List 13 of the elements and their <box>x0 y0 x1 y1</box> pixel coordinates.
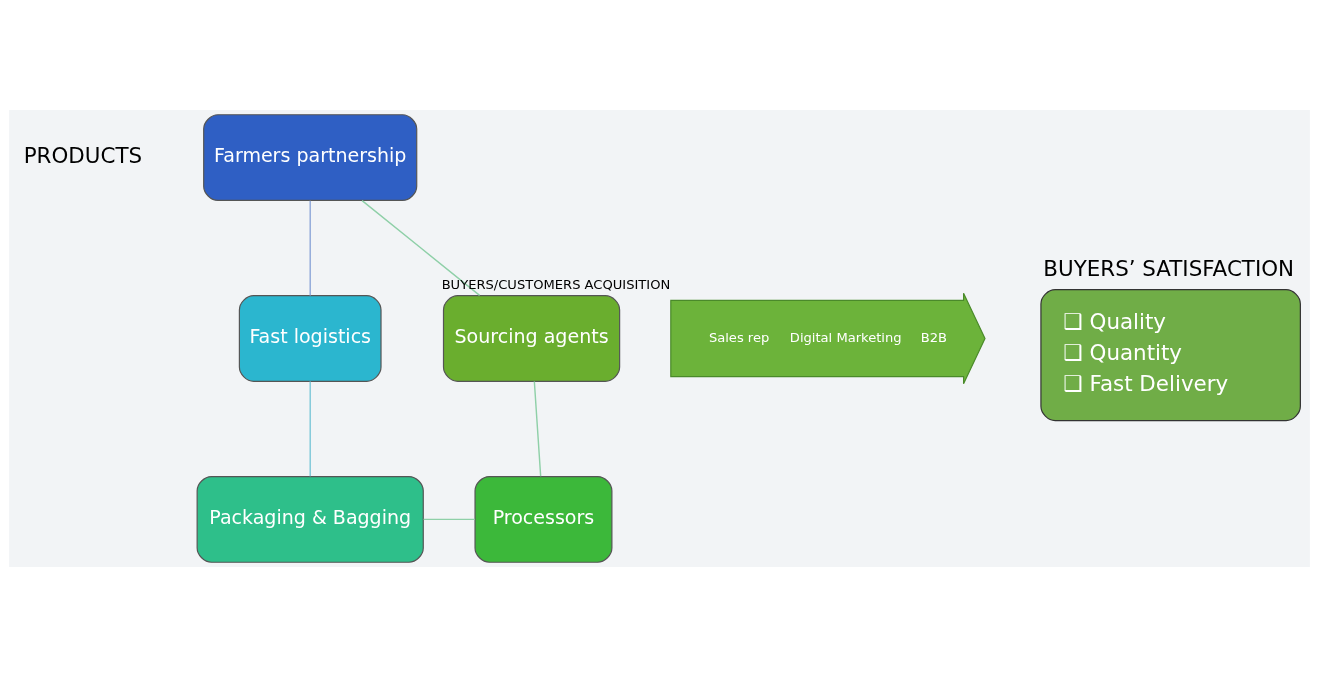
node-box: Processors <box>474 475 613 563</box>
node-label: BUYERS/CUSTOMERS ACQUISITION <box>441 277 671 293</box>
node-box: Farmers partnership <box>203 114 418 202</box>
connector <box>309 380 311 477</box>
connector <box>361 199 481 297</box>
node-label: BUYERS’ SATISFACTION <box>1043 255 1295 281</box>
connector <box>422 518 476 521</box>
connector <box>533 380 542 477</box>
node-box: Packaging & Bagging <box>196 475 424 563</box>
label: PRODUCTS <box>23 142 143 168</box>
connector <box>309 199 311 297</box>
node-box: Fast logistics <box>238 295 382 382</box>
node-box: Sourcing agents <box>442 295 621 382</box>
